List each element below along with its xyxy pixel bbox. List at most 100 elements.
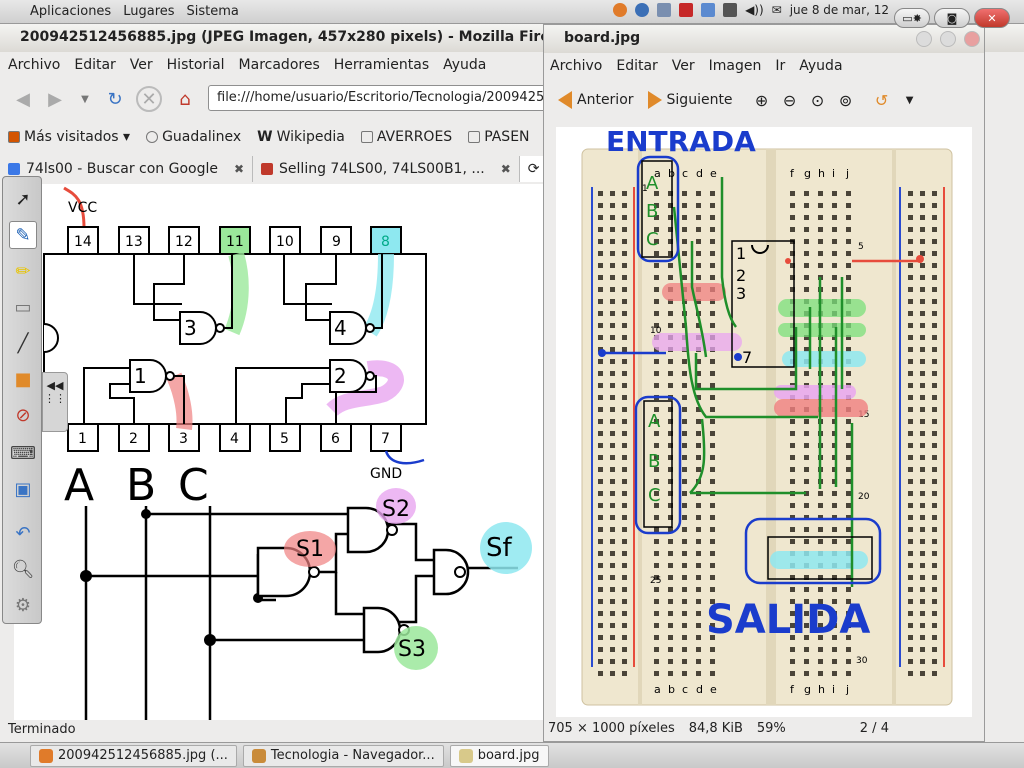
breadboard-hole: [654, 419, 659, 424]
panel-clock[interactable]: jue 8 de mar, 12: [789, 3, 889, 17]
bookmark-mas-visitados[interactable]: Más visitados ▾: [8, 126, 130, 148]
breadboard-hole: [610, 503, 615, 508]
breadboard-hole: [610, 203, 615, 208]
ff-menu-ayuda[interactable]: Ayuda: [443, 57, 487, 73]
bookmark-averroes[interactable]: AVERROES: [360, 126, 452, 148]
keyboard-icon[interactable]: ⌨: [10, 442, 36, 464]
task-file-manager[interactable]: Tecnologia - Navegador...: [242, 744, 444, 767]
eog-menu-ayuda[interactable]: Ayuda: [799, 58, 843, 74]
clear-icon[interactable]: ⊘: [15, 404, 31, 426]
breadboard-hole: [932, 263, 937, 268]
ff-menu-editar[interactable]: Editar: [74, 57, 116, 73]
toolbox-collapse-button[interactable]: ◀◀⋮⋮: [42, 372, 68, 432]
breadboard-hole: [696, 227, 701, 232]
eog-menu-ir[interactable]: Ir: [775, 58, 786, 74]
chip-diagram: VCC 14 13 12 11 10 9 8: [43, 186, 532, 724]
breadboard-hole: [832, 539, 837, 544]
bookmark-guadalinex[interactable]: Guadalinex: [146, 126, 241, 148]
breadboard-hole: [654, 407, 659, 412]
zoom-in-icon[interactable]: ⊕: [754, 90, 769, 110]
more-options-icon[interactable]: ▼: [905, 94, 914, 106]
zoom-fit-icon[interactable]: ⊚: [838, 90, 853, 110]
breadboard-hole: [920, 359, 925, 364]
salida-inner-box: [767, 536, 873, 580]
volume-icon[interactable]: ◀)): [745, 3, 764, 17]
download-icon[interactable]: [723, 3, 738, 17]
network-icon[interactable]: [657, 3, 672, 17]
next-button[interactable]: Siguiente: [644, 88, 737, 112]
breadboard-hole: [654, 599, 659, 604]
stop-button[interactable]: ✕: [136, 86, 162, 112]
ff-menu-archivo[interactable]: Archivo: [8, 57, 61, 73]
breadboard-image: a b c d e f g h i j a b c d e f g h i j …: [556, 127, 972, 717]
breadboard-hole: [598, 371, 603, 376]
eog-menu-imagen[interactable]: Imagen: [708, 58, 762, 74]
zoom-out-icon[interactable]: ⊖: [782, 90, 797, 110]
ff-menu-herramientas[interactable]: Herramientas: [333, 57, 430, 73]
ff-menu-marcadores[interactable]: Marcadores: [238, 57, 320, 73]
eog-menu-archivo[interactable]: Archivo: [550, 58, 603, 74]
panel-menu-lugares[interactable]: Lugares: [123, 4, 175, 19]
update-icon[interactable]: [701, 3, 716, 17]
panel-menu-sistema[interactable]: Sistema: [186, 4, 239, 19]
screenshot-window-icon[interactable]: ▭✸: [894, 8, 930, 28]
magnifier-icon[interactable]: 🔍︎: [11, 558, 35, 580]
viewer-close-button[interactable]: [964, 31, 980, 47]
close-tab-icon[interactable]: ✖: [500, 162, 511, 176]
url-bar[interactable]: file:///home/usuario/Escritorio/Tecnolog…: [208, 85, 548, 111]
chip-mark: 3: [736, 284, 746, 303]
breadboard-hole: [846, 335, 851, 340]
gate-bubble: [386, 524, 398, 536]
breadboard-hole: [920, 431, 925, 436]
settings-gear-icon[interactable]: ⚙: [14, 594, 32, 616]
previous-button[interactable]: Anterior: [554, 88, 638, 112]
close-tab-icon[interactable]: ✖: [233, 162, 245, 176]
tab-google[interactable]: 74ls00 - Buscar con Google✖: [0, 156, 254, 182]
alert-icon[interactable]: [679, 3, 694, 17]
viewer-maximize-button[interactable]: [940, 31, 956, 47]
shapes-icon[interactable]: ■: [14, 368, 32, 390]
bookmark-pasen[interactable]: PASEN: [468, 126, 530, 148]
highlighter-icon[interactable]: ✏: [15, 260, 31, 282]
task-image-viewer[interactable]: board.jpg: [449, 744, 549, 767]
help-icon[interactable]: [635, 3, 650, 17]
breadboard-hole: [682, 323, 687, 328]
mail-icon[interactable]: ✉: [771, 3, 782, 17]
undo-icon[interactable]: ↶: [15, 522, 31, 544]
pin-label: 8: [381, 234, 390, 250]
band-green-2: [778, 323, 866, 337]
eraser-icon[interactable]: ▭: [14, 296, 32, 318]
eog-menu-editar[interactable]: Editar: [616, 58, 658, 74]
line-icon[interactable]: ╱: [17, 332, 29, 354]
note-icon[interactable]: ▣: [14, 478, 32, 500]
eog-menu-ver[interactable]: Ver: [671, 58, 695, 74]
breadboard-hole: [622, 527, 627, 532]
breadboard-hole: [804, 239, 809, 244]
ff-menu-historial[interactable]: Historial: [166, 57, 225, 73]
rotate-icon[interactable]: ↺: [874, 90, 889, 110]
breadboard-hole: [598, 431, 603, 436]
breadboard-hole: [804, 227, 809, 232]
breadboard-hole: [908, 431, 913, 436]
tab-selling[interactable]: Selling 74LS00, 74LS00B1, ...✖: [253, 156, 520, 182]
back-button[interactable]: ◀: [16, 88, 30, 110]
zoom-normal-icon[interactable]: ⊙: [810, 90, 825, 110]
breadboard-hole: [668, 611, 673, 616]
s1-label: S1: [296, 537, 324, 562]
loading-icon: ⟳: [527, 161, 540, 177]
home-button[interactable]: ⌂: [179, 88, 191, 110]
close-window-icon[interactable]: ✕: [974, 8, 1010, 28]
task-firefox[interactable]: 200942512456885.jpg (...: [30, 744, 237, 767]
breadboard-hole: [832, 503, 837, 508]
ff-menu-ver[interactable]: Ver: [129, 57, 153, 73]
viewer-minimize-button[interactable]: [916, 31, 932, 47]
camera-icon[interactable]: ◙: [934, 8, 970, 28]
reload-button[interactable]: ↻: [107, 88, 123, 110]
pen-icon[interactable]: ✎: [9, 221, 37, 249]
history-dropdown-icon[interactable]: ▼: [81, 93, 89, 105]
firefox-launcher-icon[interactable]: [613, 3, 628, 17]
forward-button[interactable]: ▶: [48, 88, 62, 110]
panel-menu-aplicaciones[interactable]: Aplicaciones: [30, 4, 112, 19]
pointer-icon[interactable]: ➚: [15, 188, 31, 210]
